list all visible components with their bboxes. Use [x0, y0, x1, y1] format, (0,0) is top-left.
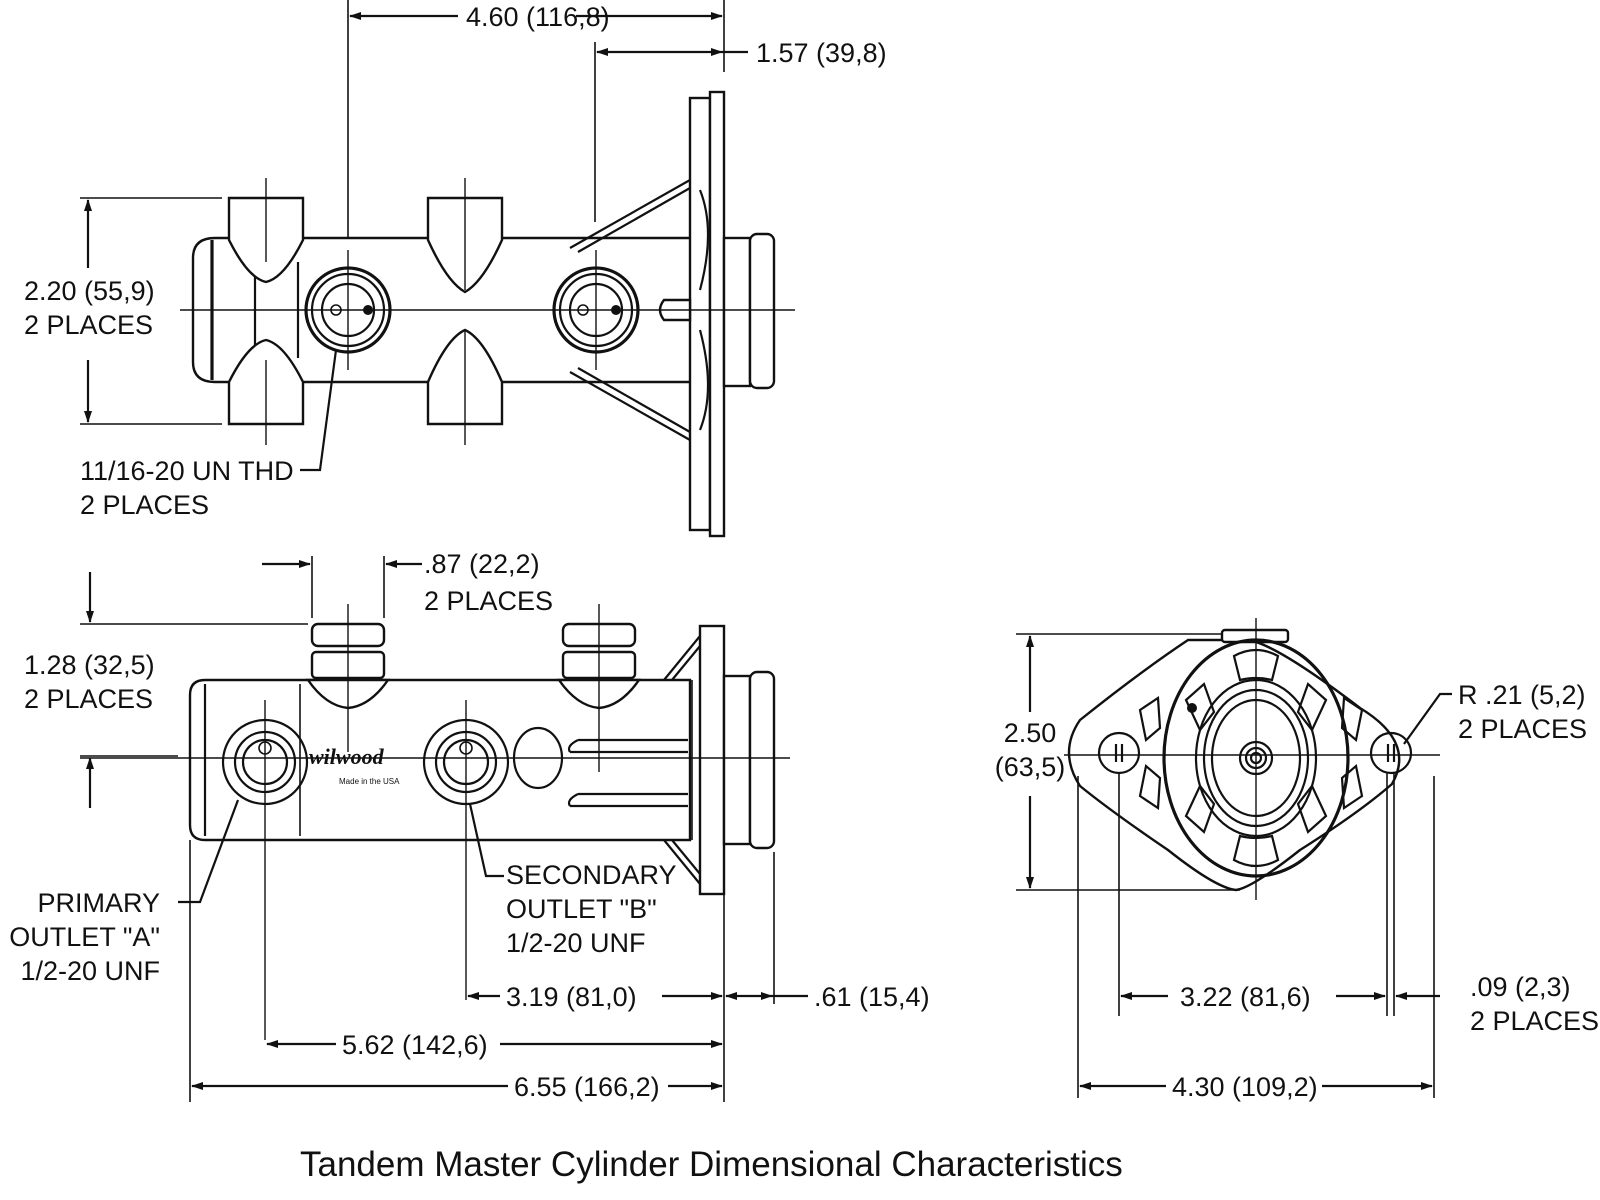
mounting-flange: [708, 90, 726, 538]
flange-detail: [698, 189, 710, 431]
rib: [567, 792, 688, 808]
primary-outlet-thread: 1/2-20 UNF: [20, 956, 160, 986]
dim-qty-label: 2 PLACES: [424, 586, 553, 616]
primary-outlet-label: PRIMARY: [37, 888, 160, 918]
dim-label-radius: R .21 (5,2): [1458, 680, 1586, 710]
reservoir-pocket: [1296, 783, 1328, 834]
dim-qty-label: 2 PLACES: [24, 310, 153, 340]
dim-label-2-20: 2.20 (55,9): [24, 276, 155, 306]
leader-line: [1403, 692, 1452, 745]
reservoir-boss: [227, 338, 305, 445]
drawing-title: Tandem Master Cylinder Dimensional Chara…: [300, 1145, 1123, 1184]
dim-label-3-22: 3.22 (81,6): [1180, 982, 1311, 1012]
leader-line: [300, 349, 338, 472]
rib: [567, 738, 688, 754]
mounting-flange: [688, 96, 712, 532]
dim-label-5-62: 5.62 (142,6): [342, 1030, 488, 1060]
top-view: 4.60 (116,8) 1.57 (39,8) 2.20 (55,9) 2 P…: [24, 0, 887, 538]
thread-callout: 11/16-20 UN THD: [80, 456, 294, 486]
secondary-outlet-label: SECONDARY: [506, 860, 677, 890]
dim-label-6-55: 6.55 (166,2): [514, 1072, 660, 1102]
rear-boss: [722, 674, 752, 846]
end-view: 2.50 (63,5): [995, 618, 1599, 1102]
port-dot: [1187, 703, 1197, 713]
dim-label-3-19: 3.19 (81,0): [506, 982, 637, 1012]
dim-qty-label: 2 PLACES: [1470, 1006, 1599, 1036]
reservoir-pocket: [1184, 783, 1216, 834]
gusset: [569, 179, 691, 441]
dim-label-0-09: .09 (2,3): [1470, 972, 1571, 1002]
secondary-outlet-label: OUTLET "B": [506, 894, 657, 924]
lightening-pocket: [1340, 763, 1364, 810]
reservoir-boss: [227, 178, 305, 284]
bolt-hole: [1369, 731, 1413, 775]
rear-boss: [748, 232, 776, 390]
dim-label-0-61: .61 (15,4): [814, 982, 930, 1012]
reservoir-pocket: [1296, 682, 1328, 733]
brand-subtext: Made in the USA: [339, 777, 400, 786]
gusset: [663, 635, 701, 885]
reservoir-pocket: [1232, 834, 1280, 868]
dim-label-1-57: 1.57 (39,8): [756, 38, 887, 68]
dim-label-4-30: 4.30 (109,2): [1172, 1072, 1318, 1102]
lightening-pocket: [1138, 696, 1162, 743]
dim-label-4-60: 4.60 (116,8): [466, 2, 610, 32]
secondary-outlet-thread: 1/2-20 UNF: [506, 928, 646, 958]
dim-label-2-50: 2.50: [1004, 718, 1057, 748]
reservoir-boss: [426, 178, 504, 294]
side-view: .87 (22,2) 2 PLACES 1.28 (32,5) 2 PLACES: [9, 549, 930, 1102]
thread-qty: 2 PLACES: [80, 490, 209, 520]
rear-boss: [748, 670, 776, 850]
primary-outlet-label: OUTLET "A": [9, 922, 160, 952]
lightening-pocket: [1340, 696, 1364, 743]
rear-boss: [722, 236, 752, 388]
dim-label-0-87: .87 (22,2): [424, 549, 540, 579]
leader-line: [468, 803, 504, 878]
dim-qty-label: 2 PLACES: [1458, 714, 1587, 744]
flange-tab: [1220, 628, 1290, 644]
dim-label-2-50-mm: (63,5): [995, 752, 1066, 782]
reservoir-fitting: [305, 604, 391, 752]
brand-logo: wilwood: [309, 744, 385, 769]
reservoir-pocket: [1232, 648, 1280, 682]
dim-qty-label: 2 PLACES: [24, 684, 153, 714]
cylinder-body: [188, 678, 692, 842]
reservoir-boss: [426, 328, 504, 445]
lightening-pocket: [1138, 763, 1162, 810]
reservoir-fitting: [556, 604, 642, 772]
reservoir-pocket: [1184, 682, 1216, 733]
dim-label-1-28: 1.28 (32,5): [24, 650, 155, 680]
mounting-flange: [698, 624, 726, 896]
leader-line: [178, 799, 240, 904]
